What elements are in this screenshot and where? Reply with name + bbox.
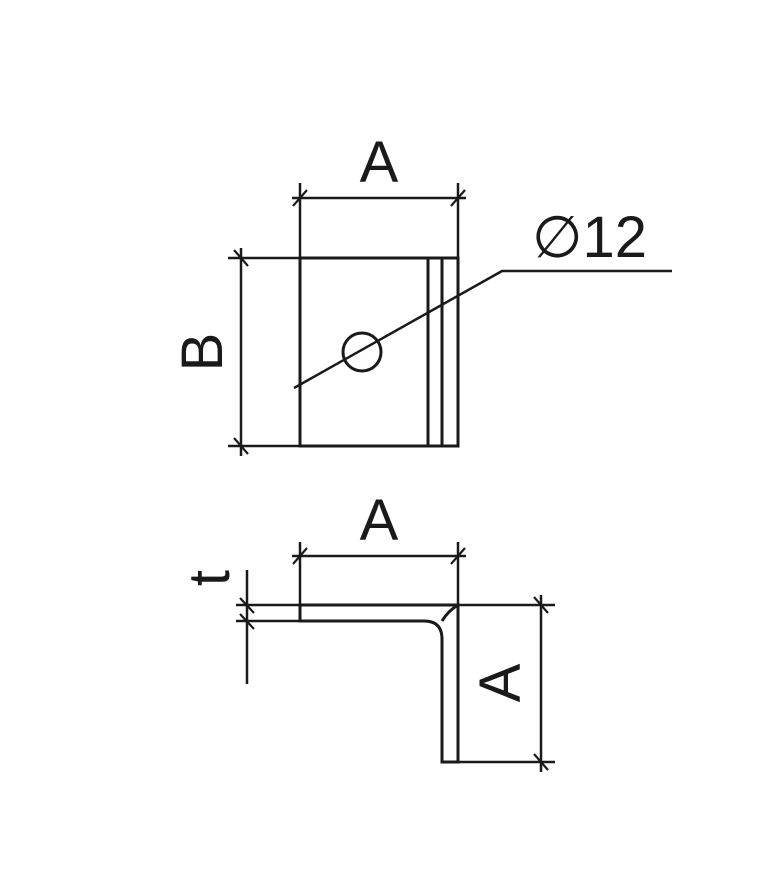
- dimension-b-label: B: [170, 333, 235, 372]
- dimension-a-side-vertical: [442, 595, 555, 772]
- side-view: A A t: [177, 488, 555, 772]
- thickness-label: t: [177, 570, 242, 586]
- dimension-a-top-label: A: [360, 130, 399, 195]
- plate-outline: [298, 256, 460, 448]
- top-view: A B ∅12: [170, 130, 672, 456]
- hole-leader-line: [293, 269, 672, 390]
- dimension-a-side-vertical-label: A: [468, 663, 533, 702]
- hole-diameter-label: ∅12: [532, 205, 647, 270]
- inner-bend-mark: [440, 603, 459, 622]
- angle-profile-outline: [298, 603, 460, 764]
- dimension-a-top: [292, 183, 466, 258]
- dimension-a-side-horizontal: [292, 542, 466, 605]
- dimension-b: [228, 248, 300, 456]
- dimension-a-side-horizontal-label: A: [360, 488, 399, 553]
- hole-circle: [341, 331, 383, 373]
- dimension-thickness: [236, 570, 300, 684]
